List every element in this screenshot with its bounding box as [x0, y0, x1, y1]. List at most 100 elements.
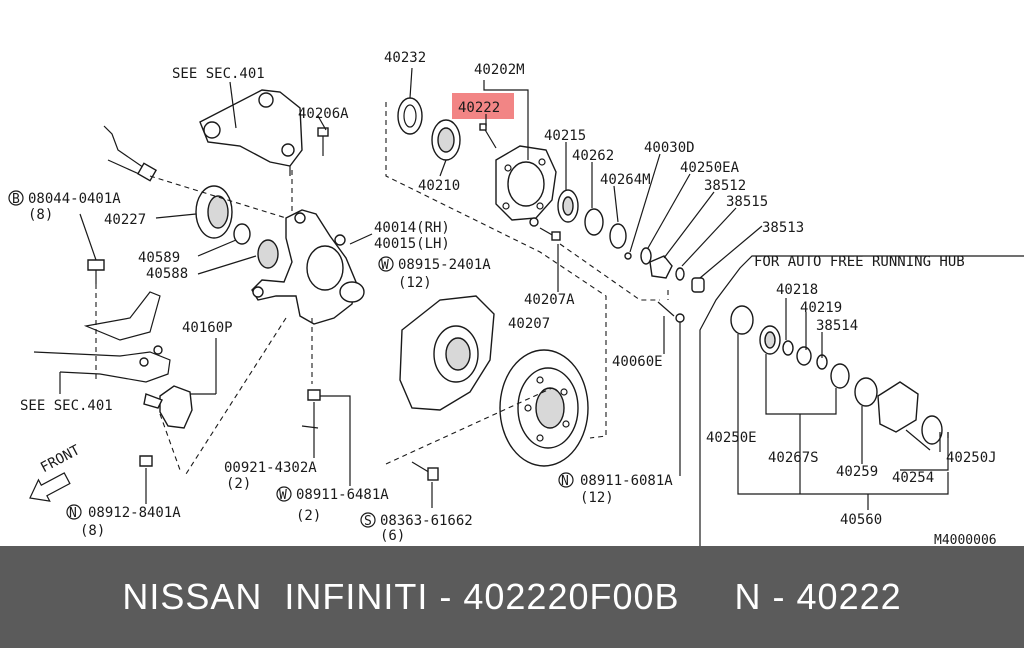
label-08044-group: B 08044-0401A (8): [8, 190, 121, 223]
label-08363-group: S 08363-61662 (6): [360, 512, 473, 544]
label-08044-0401a: 08044-0401A: [28, 191, 121, 207]
leader-lines: [79, 67, 949, 510]
label-40254: 40254: [892, 470, 934, 486]
label-08911-6481a: 08911-6481A: [296, 487, 389, 503]
note-see-sec-top: SEE SEC.401: [172, 66, 265, 82]
steering-knuckle: [251, 209, 365, 325]
note-auto-free-running-hub: FOR AUTO FREE RUNNING HUB: [754, 254, 965, 270]
label-08915-qty: (12): [398, 275, 432, 291]
label-08912-qty: (8): [80, 523, 105, 539]
lower-link-bracket: [33, 291, 171, 394]
label-00921-qty: (2): [226, 476, 251, 492]
label-08363-qty: (6): [380, 528, 405, 544]
washer-38515: [675, 267, 685, 281]
cap-38513: [691, 277, 705, 293]
label-08911-6081a: 08911-6081A: [580, 473, 673, 489]
label-40222: 40222: [458, 100, 500, 116]
lock-washer-40262: [584, 208, 604, 236]
label-40250e: 40250E: [706, 430, 757, 446]
pin-00921: [301, 425, 319, 429]
label-40215: 40215: [544, 128, 586, 144]
label-40060e: 40060E: [612, 354, 663, 370]
part-highlight: [452, 93, 514, 119]
bolt-40206a: [317, 127, 329, 156]
upper-control-arm: [199, 89, 303, 176]
dashed-lines: [95, 102, 669, 475]
circle-w2-letter: W: [279, 488, 287, 503]
label-40588: 40588: [146, 266, 188, 282]
label-40219: 40219: [800, 300, 842, 316]
wheel-hub-40202m: [495, 145, 557, 221]
label-38515: 38515: [726, 194, 768, 210]
label-08915-group: W 08915-2401A (12): [378, 256, 491, 291]
label-40015: 40015(LH): [374, 236, 450, 252]
bolt-08044: [87, 259, 105, 284]
label-08911-6081a-qty: (12): [580, 490, 614, 506]
label-00921-4302a: 00921-4302A: [224, 460, 317, 476]
hub-nut-38512: [649, 255, 673, 279]
label-08915-2401a: 08915-2401A: [398, 257, 491, 273]
drive-shaft: [103, 125, 158, 182]
footer-part-number: NISSAN INFINITI - 402220F00B N - 40222: [122, 576, 902, 617]
exploded-view-drawing: FRONT SEE SEC.401 40206A 40232 40202M 40…: [8, 50, 1024, 546]
label-40259: 40259: [836, 464, 878, 480]
label-08911-6481a-group: W 08911-6481A (2): [276, 486, 389, 524]
bolt-08363: [411, 461, 439, 481]
circle-n-letter: N: [69, 506, 77, 521]
washer-08915: [529, 217, 539, 227]
label-40207: 40207: [508, 316, 550, 332]
label-40210: 40210: [418, 178, 460, 194]
label-40267s: 40267S: [768, 450, 819, 466]
free-hub-assembly: [730, 305, 943, 451]
label-40250j: 40250J: [946, 450, 997, 466]
nut-08911-6481: [307, 389, 321, 401]
label-38512: 38512: [704, 178, 746, 194]
label-08363-61662: 08363-61662: [380, 513, 473, 529]
bearing-40210: [431, 119, 461, 161]
label-38514: 38514: [816, 318, 858, 334]
bolt-40207a: [539, 227, 561, 241]
label-38513: 38513: [762, 220, 804, 236]
bearing-40215: [557, 189, 579, 223]
stud-40060e: [657, 301, 685, 323]
footer-banner: NISSAN INFINITI - 402220F00B N - 40222: [0, 546, 1024, 648]
hub-bolt-40222: [479, 123, 497, 149]
circle-n2-letter: N: [561, 474, 569, 489]
washer-40030d: [624, 252, 632, 260]
label-40014: 40014(RH): [374, 220, 450, 236]
seal-40232: [397, 97, 423, 135]
label-08912-8401a: 08912-8401A: [88, 505, 181, 521]
label-40589: 40589: [138, 250, 180, 266]
circle-s-letter: S: [364, 514, 372, 529]
ring-40250ea: [640, 247, 652, 265]
label-40030d: 40030D: [644, 140, 695, 156]
ball-joint-40160p: [143, 385, 193, 429]
label-08911-6481a-qty: (2): [296, 508, 321, 524]
label-40227: 40227: [104, 212, 146, 228]
diagram-code: M4000006: [934, 533, 997, 546]
label-40264m: 40264M: [600, 172, 651, 188]
front-label: FRONT: [38, 442, 83, 476]
bearing-40227: [195, 185, 279, 269]
label-40206a: 40206A: [298, 106, 349, 122]
label-40202m: 40202M: [474, 62, 525, 78]
label-08044-qty: (8): [28, 207, 53, 223]
label-40250ea: 40250EA: [680, 160, 740, 176]
circle-b-letter: B: [12, 192, 20, 207]
front-arrow: FRONT: [29, 442, 83, 502]
label-40262: 40262: [572, 148, 614, 164]
circle-w-letter: W: [381, 258, 389, 273]
label-40560: 40560: [840, 512, 882, 528]
label-08912-group: N 08912-8401A (8): [66, 504, 181, 539]
dust-shield: [399, 295, 495, 411]
brake-rotor-40207: [499, 349, 589, 467]
label-40218: 40218: [776, 282, 818, 298]
free-hub-frame: [699, 255, 1024, 546]
nut-08912: [139, 455, 153, 467]
label-40160p: 40160P: [182, 320, 233, 336]
note-see-sec-left: SEE SEC.401: [20, 398, 113, 414]
label-40207a: 40207A: [524, 292, 575, 308]
label-08911-6081a-group: N 08911-6081A (12): [558, 472, 673, 506]
label-40232: 40232: [384, 50, 426, 66]
